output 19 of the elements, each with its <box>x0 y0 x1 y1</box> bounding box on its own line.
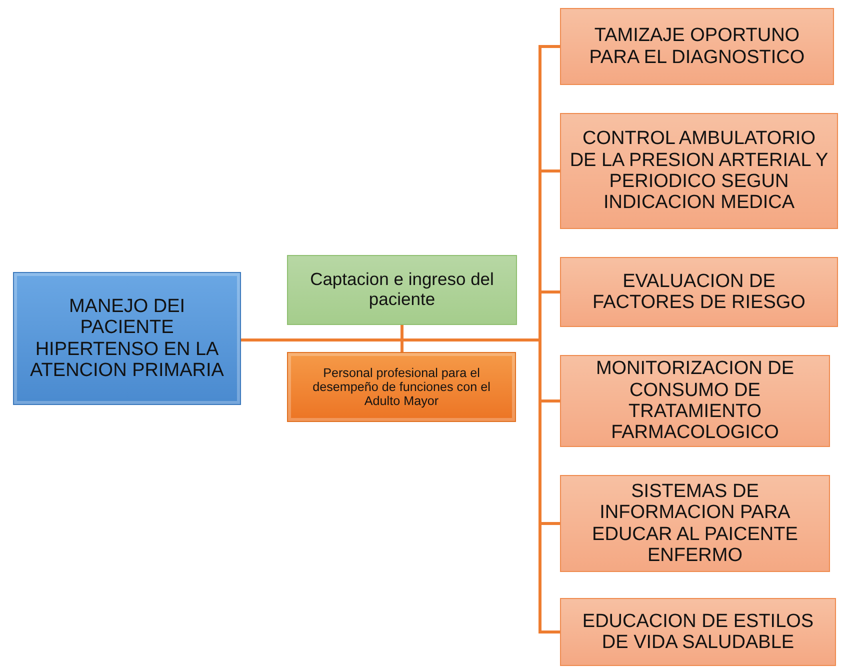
process-box <box>560 475 830 572</box>
process-box <box>287 255 517 325</box>
box-label: Captacion e ingreso del paciente <box>309 270 495 310</box>
box-label: EDUCACION DE ESTILOS DE VIDA SALUDABLE <box>581 610 815 654</box>
process-box <box>13 272 241 405</box>
box-label: Personal profesional para el desempeño de funciones con el Adulto Mayor <box>312 366 492 408</box>
box-label: MONITORIZACION DE CONSUMO DE TRATAMIENTO FARMACOLOGICO <box>594 358 796 444</box>
connector-line <box>400 325 404 352</box>
process-box <box>560 257 838 327</box>
process-box <box>560 113 838 229</box>
process-box <box>560 598 836 666</box>
process-box <box>287 352 516 422</box>
process-box <box>560 355 830 447</box>
box-label: CONTROL AMBULATORIO DE LA PRESION ARTERIAL Y PERIODICO SEGUN INDICACION MEDICA <box>568 128 830 214</box>
box-label: TAMIZAJE OPORTUNO PARA EL DIAGNOSTICO <box>588 25 806 68</box>
box-label: EVALUACION DE FACTORES DE RIESGO <box>592 270 806 314</box>
process-box <box>560 8 834 85</box>
box-label: SISTEMAS DE INFORMACION PARA EDUCAR AL PAICENTE ENFERMO <box>591 480 799 566</box>
box-label: MANEJO DEI PACIENTE HIPERTENSO EN LA ATENCION PRIMARIA <box>29 296 225 382</box>
